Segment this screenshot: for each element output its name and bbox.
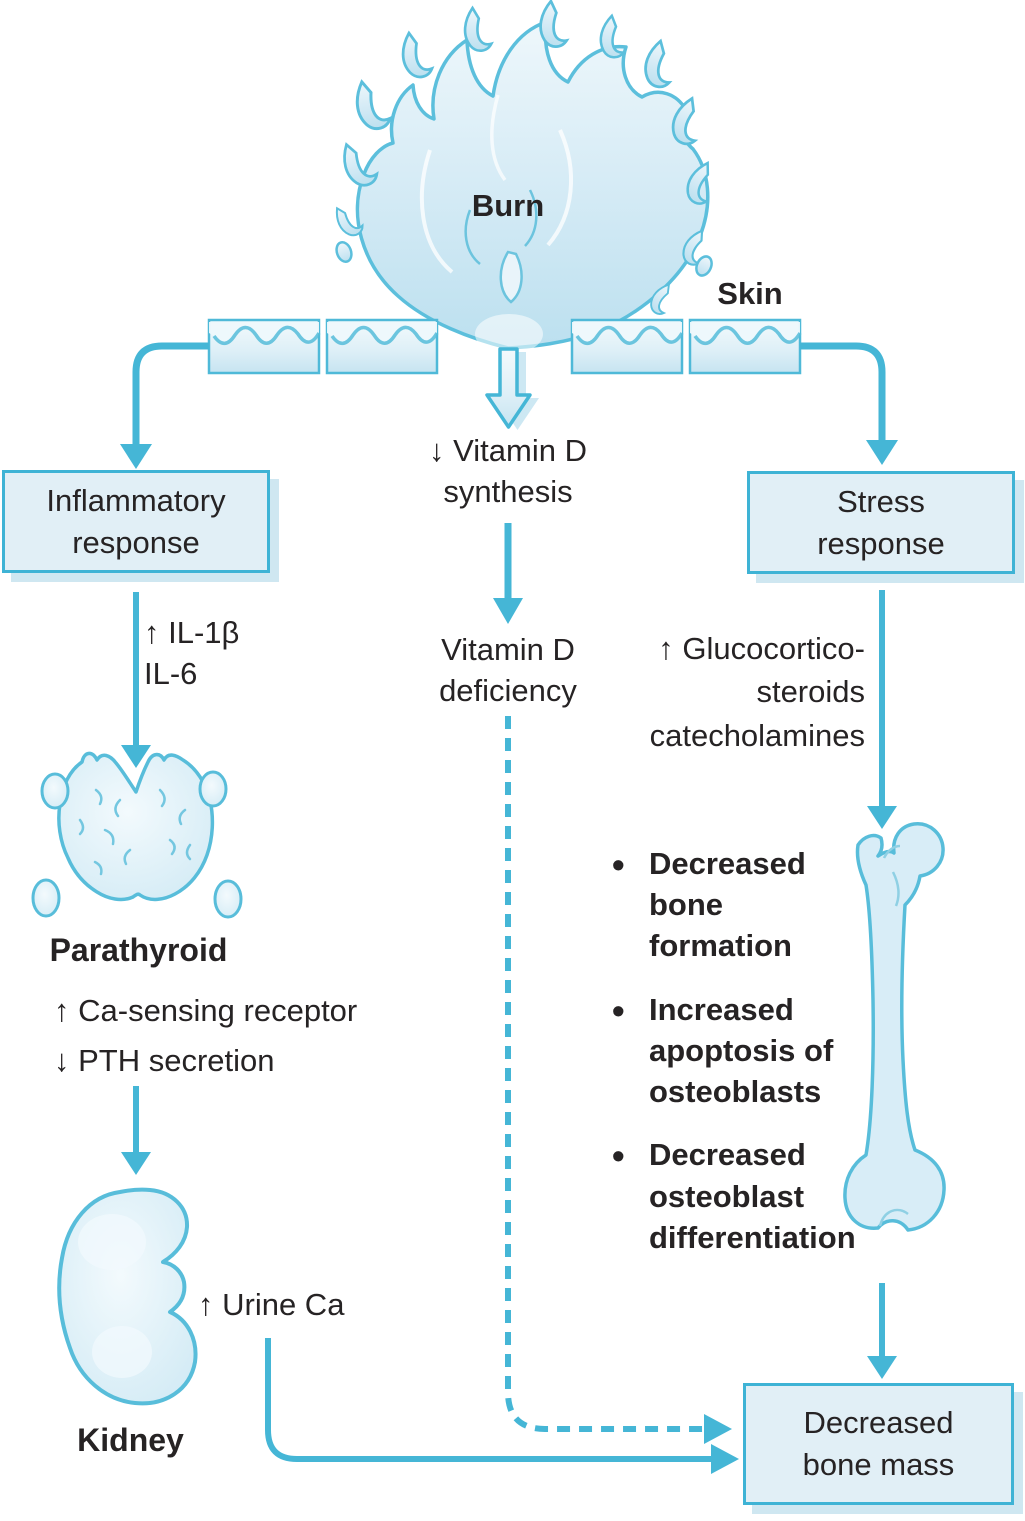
parathyroid-effects-label: ↑ Ca-sensing receptor ↓ PTH secretion (54, 986, 357, 1086)
pth-secretion-label: ↓ PTH secretion (54, 1043, 275, 1079)
bone-effect-item-3: Decreased osteoblast differentiation (610, 1132, 856, 1258)
vitamin-d-deficiency-line2: deficiency (439, 672, 577, 708)
skin-label: Skin (717, 276, 783, 311)
arrow-skin-to-inflammatory (120, 342, 209, 469)
inflammatory-response-line2: response (72, 524, 200, 560)
glucocorticoids-label: ↑ Glucocortico- steroids catecholamines (603, 627, 865, 757)
decreased-bone-mass-line2: bone mass (802, 1447, 955, 1482)
vitamin-d-deficiency-line1: Vitamin D (441, 632, 575, 667)
parathyroid-gland-icon (31, 751, 243, 919)
arrow-skin-to-stress (800, 342, 898, 465)
kidney-label: Kidney (77, 1422, 184, 1458)
vitamin-d-synthesis-line2: synthesis (443, 473, 573, 509)
arrow-stress-to-bone (867, 590, 897, 829)
arrow-burn-to-vitamin-d (485, 347, 539, 430)
urine-ca-label: ↑ Urine Ca (198, 1287, 345, 1322)
arrow-inflammatory-to-parathyroid (121, 592, 151, 768)
decreased-bone-mass-box: Decreased bone mass (743, 1383, 1014, 1505)
connector-arrows (120, 342, 898, 1474)
stress-response-line2: response (817, 525, 945, 561)
glucocortico-line2: steroids (756, 674, 865, 710)
inflammatory-response-box: Inflammatory response (2, 470, 270, 573)
femur-bone-icon (843, 822, 946, 1232)
arrow-synthesis-to-deficiency (493, 523, 523, 624)
glucocortico-line1: ↑ Glucocortico- (658, 631, 865, 666)
arrow-urine-ca-to-bone-mass (265, 1338, 739, 1474)
il-1b-label: ↑ IL-1β (144, 615, 240, 650)
il-6-label: IL-6 (144, 655, 198, 691)
vitamin-d-deficiency-label: Vitamin D deficiency (393, 630, 623, 712)
parathyroid-label: Parathyroid (49, 932, 228, 968)
kidney-icon (57, 1187, 198, 1406)
burn-label: Burn (471, 188, 545, 223)
il-mediators-label: ↑ IL-1β IL-6 (144, 613, 239, 695)
bone-effects-list: Decreased bone formation Increased apopt… (610, 841, 856, 1280)
decreased-bone-mass-line1: Decreased (803, 1405, 954, 1441)
arrow-bone-to-bone-mass (867, 1283, 897, 1379)
flame-icon (331, 0, 725, 354)
vitamin-d-synthesis-label: ↓ Vitamin D synthesis (393, 431, 623, 513)
bone-effect-item-1: Decreased bone formation (610, 841, 848, 967)
ca-sensing-receptor-label: ↑ Ca-sensing receptor (54, 993, 358, 1028)
stress-response-line1: Stress (837, 483, 925, 519)
arrow-deficiency-to-bone-mass-dashed (505, 716, 732, 1444)
glucocortico-line3: catecholamines (649, 717, 865, 753)
bone-effect-item-2: Increased apoptosis of osteoblasts (610, 987, 848, 1113)
vitamin-d-synthesis-line1: ↓ Vitamin D (429, 433, 587, 468)
inflammatory-response-line1: Inflammatory (46, 482, 226, 518)
stress-response-box: Stress response (747, 471, 1015, 574)
arrow-parathyroid-to-kidney (121, 1086, 151, 1175)
